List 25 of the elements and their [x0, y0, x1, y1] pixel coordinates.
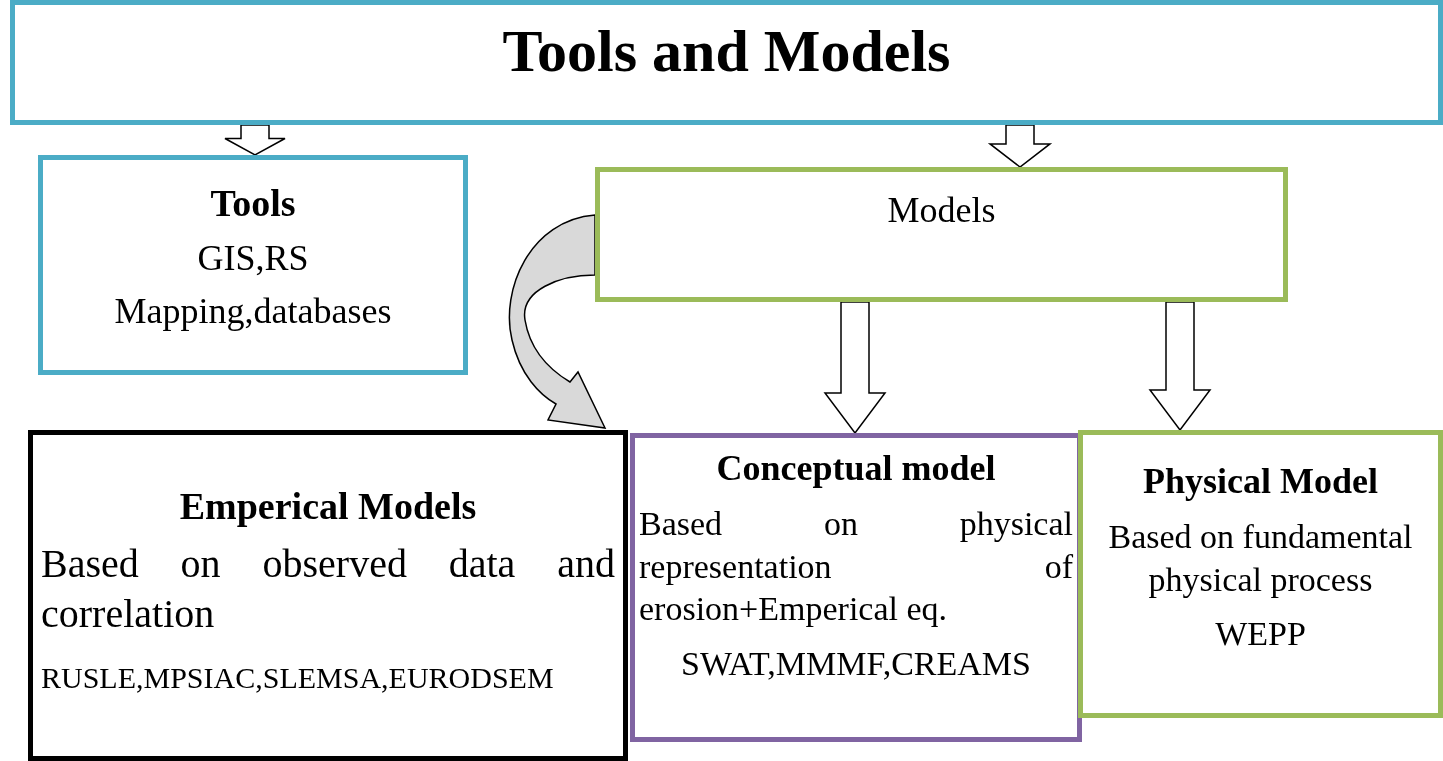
list-text: Mapping,databases: [113, 289, 393, 333]
title: Tools and Models: [501, 20, 952, 81]
text-box: [38, 155, 468, 375]
heading: Physical Model: [1142, 460, 1379, 503]
text-box: [28, 430, 628, 761]
block-arrow: [987, 124, 1053, 168]
body-text: GIS,RS: [196, 236, 310, 280]
text-box: [1078, 430, 1443, 718]
body-text: Based on fundamental physical process: [1107, 517, 1414, 600]
list-text: RUSLE,MPSIAC,SLEMSA,EURODSEM: [41, 659, 555, 696]
text-box: [630, 433, 1082, 742]
heading: Tools: [209, 181, 297, 226]
block-arrow: [508, 214, 606, 429]
heading: Conceptual model: [715, 447, 997, 490]
text-box: [10, 0, 1443, 125]
list-text: SWAT,MMMF,CREAMS: [680, 643, 1032, 684]
text-box: [595, 167, 1288, 302]
heading: Emperical Models: [178, 484, 478, 529]
body-text: Based on physical representation of erosion+Emperical eq.: [639, 504, 1073, 629]
block-arrow: [1148, 301, 1212, 432]
block-arrow: [823, 301, 887, 435]
block-arrow: [224, 124, 286, 156]
heading: Models: [886, 189, 997, 232]
body-text: Based on observed data and correlation: [41, 539, 615, 638]
list-text: WEPP: [1214, 614, 1307, 654]
